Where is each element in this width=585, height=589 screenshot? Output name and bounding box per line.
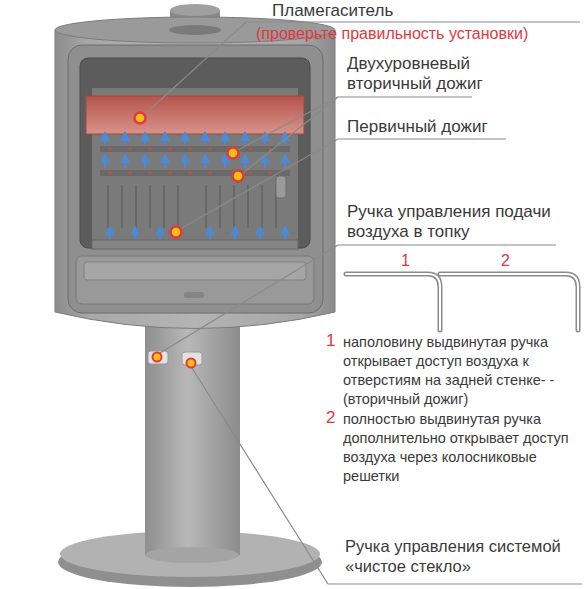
note-text: наполовину выдвинутая ручка открывает до… [343,333,579,408]
leader-lines [145,22,582,584]
callout-number: 1 [401,251,410,270]
stove-leg-foot [145,547,239,563]
handle-sketch [346,274,578,330]
part-label: Первичный дожиг [347,117,488,137]
callout-dots [135,113,244,368]
callout-number: 2 [501,251,510,270]
ash-drawer-handle [184,292,204,298]
grate [92,240,298,249]
secondary-burn-bar [100,170,290,176]
stove-leg [145,320,240,555]
part-label: Ручка управления системой «чистое стекло… [345,537,570,577]
air-control-knob [148,351,168,364]
part-label: Ручка управления подачи воздуха в топку [347,202,572,243]
part-label: Двухуровневый вторичный дожиг [347,54,507,95]
note-text: полностью выдвинутая ручка дополнительно… [343,410,579,485]
ash-drawer [76,256,314,304]
burn-holes [108,147,271,174]
door-glass [80,58,310,248]
part-label: Пламегаситель [272,1,393,21]
flue-collar-top [170,4,220,16]
callout-number: 2 [326,408,335,428]
ash-drawer-vent [84,262,306,280]
door-frame [68,45,323,313]
secondary-burn-bar [100,146,290,152]
stove-body [55,30,335,329]
door-latch [276,176,286,198]
callout-number: 1 [326,331,335,351]
flue-opening [169,25,221,35]
flame-deflector [86,96,304,134]
air-flow-arrows [105,136,285,240]
warning-note: (проверьте правильность установки) [256,24,528,43]
